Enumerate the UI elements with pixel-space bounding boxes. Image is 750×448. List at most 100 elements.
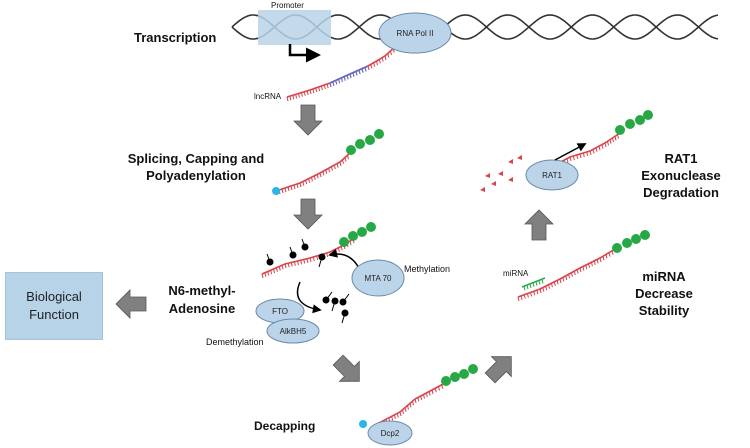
label-splicing: Splicing, Capping and Polyadenylation bbox=[127, 151, 265, 183]
spliced-rna-base bbox=[299, 182, 302, 188]
label-n6-methyl-adenosine: N6-methyl-Adenosine bbox=[168, 283, 236, 316]
arrow-to-mirna-shape bbox=[484, 356, 512, 384]
mirna-target-rna-base bbox=[579, 267, 582, 273]
cap-released bbox=[359, 420, 368, 428]
arrow-to-rat1-shape bbox=[524, 209, 554, 241]
rna-strands bbox=[261, 45, 653, 430]
lncrna-strand-red-base bbox=[295, 94, 298, 99]
mirna-target-rna-base bbox=[559, 278, 562, 284]
lncrna-strand-blue-base bbox=[329, 82, 332, 88]
rna-fragment bbox=[485, 173, 490, 178]
lncrna-strand-red-base bbox=[315, 87, 318, 93]
mirna-target-rna-base bbox=[568, 274, 571, 279]
lncrna-strand-blue-base bbox=[355, 71, 358, 76]
spliced-rna-backbone bbox=[275, 152, 351, 192]
lncrna-strand-red-base bbox=[387, 53, 390, 58]
polya-spliced bbox=[374, 129, 384, 139]
polya-mirna bbox=[612, 243, 622, 253]
arrow-to-decapping-shape bbox=[332, 354, 360, 382]
mirna-target-rna bbox=[517, 248, 616, 302]
methylated-rna-base bbox=[337, 247, 340, 252]
rat1-target-rna-backbone bbox=[554, 132, 621, 166]
rna-fragment bbox=[508, 159, 513, 164]
label-lncrna: lncRNA bbox=[254, 92, 282, 101]
methylated-rna-base bbox=[273, 268, 275, 274]
polya-decapped bbox=[468, 364, 478, 374]
spliced-rna-base bbox=[339, 161, 342, 167]
methylated-rna-base bbox=[335, 249, 338, 254]
lncrna-strand-red-base bbox=[306, 90, 309, 95]
methylated-rna-base bbox=[306, 258, 309, 263]
mirna-base bbox=[535, 281, 538, 286]
mirna-target-rna-base bbox=[562, 277, 565, 282]
alkbh5-shape bbox=[266, 318, 320, 344]
mirna-target-rna-backbone bbox=[517, 248, 616, 298]
lncrna-strand-red-base bbox=[303, 91, 306, 96]
mirna-target-rna-base bbox=[533, 291, 536, 296]
rna-fragment bbox=[517, 155, 522, 160]
polya-spliced bbox=[346, 145, 356, 155]
methylated-rna-base bbox=[297, 260, 299, 266]
methylated-rna-base bbox=[261, 273, 264, 279]
decapped-rna-base bbox=[428, 391, 431, 396]
spliced-rna-base bbox=[344, 157, 347, 162]
mirna-target-rna-base bbox=[570, 272, 573, 277]
lncrna-strand-blue-base bbox=[332, 81, 335, 86]
methylated-rna-base bbox=[284, 263, 287, 269]
spliced-rna-base bbox=[284, 187, 287, 193]
rat1-target-rna-base bbox=[569, 156, 572, 162]
flow-arrows bbox=[115, 104, 554, 384]
polya-decapped bbox=[441, 376, 451, 386]
lncrna-strand-red-base bbox=[384, 55, 387, 61]
rat1-target-rna-base bbox=[566, 158, 569, 163]
polya-rat1 bbox=[635, 115, 645, 125]
decapped-rna-base bbox=[438, 386, 440, 391]
arrow-to-rat1 bbox=[524, 209, 554, 241]
label-mirna: miRNA bbox=[503, 269, 529, 278]
polya-decapped bbox=[450, 372, 460, 382]
cap-spliced bbox=[272, 187, 281, 195]
lncrna-strand-red-base bbox=[326, 83, 329, 89]
methyl-group bbox=[339, 298, 347, 306]
lncrna-strand-blue-base bbox=[340, 77, 343, 82]
fto-label: FTO bbox=[272, 307, 288, 316]
rat1-target-rna-base bbox=[604, 142, 607, 148]
decapped-rna-base bbox=[420, 395, 423, 401]
rat1-target-rna-base bbox=[601, 144, 604, 149]
methylated-rna-base bbox=[290, 262, 293, 267]
rat1-target-rna-base bbox=[614, 136, 617, 141]
arrow-to-biological-function bbox=[115, 289, 147, 319]
lncrna-strand-red-backbone bbox=[286, 45, 397, 98]
lncrna-strand-red-base bbox=[378, 59, 381, 64]
mirna-base bbox=[523, 286, 526, 291]
methylated-rna-base bbox=[303, 259, 306, 264]
lncrna-strand-red-base bbox=[286, 96, 289, 102]
mirna-target-rna-base bbox=[517, 296, 520, 302]
mirna-target-rna-base bbox=[576, 269, 579, 274]
spliced-rna bbox=[275, 152, 351, 196]
mirna-target-rna-base bbox=[550, 283, 553, 288]
lncrna-strand-blue-base bbox=[349, 73, 352, 79]
mirna-target-rna-base bbox=[548, 284, 551, 289]
lncrna-strand-red-base bbox=[289, 96, 292, 101]
rat1-target-rna-base bbox=[579, 153, 582, 159]
decapped-rna-base bbox=[425, 392, 428, 398]
mirna-target-rna-base bbox=[608, 252, 611, 257]
mirna-target-rna-base bbox=[536, 290, 539, 295]
methylated-rna-base bbox=[275, 267, 278, 272]
spliced-rna-base bbox=[296, 183, 299, 189]
polya-mirna bbox=[640, 230, 650, 240]
rat1-target-rna-base bbox=[582, 152, 585, 158]
polya-rat1 bbox=[615, 125, 625, 135]
rat1-target-rna-base bbox=[576, 154, 579, 160]
rna-fragment bbox=[491, 181, 496, 186]
lncrna-strand-red-base bbox=[298, 93, 300, 98]
spliced-rna-base bbox=[347, 155, 349, 160]
decapped-rna-base bbox=[412, 401, 414, 406]
spliced-rna-base bbox=[302, 181, 305, 186]
lncrna-strand-red-base bbox=[312, 88, 315, 94]
mirna-target-rna-base bbox=[596, 259, 599, 264]
rat1-target-rna-base bbox=[617, 134, 619, 139]
spliced-rna-base bbox=[319, 172, 322, 178]
